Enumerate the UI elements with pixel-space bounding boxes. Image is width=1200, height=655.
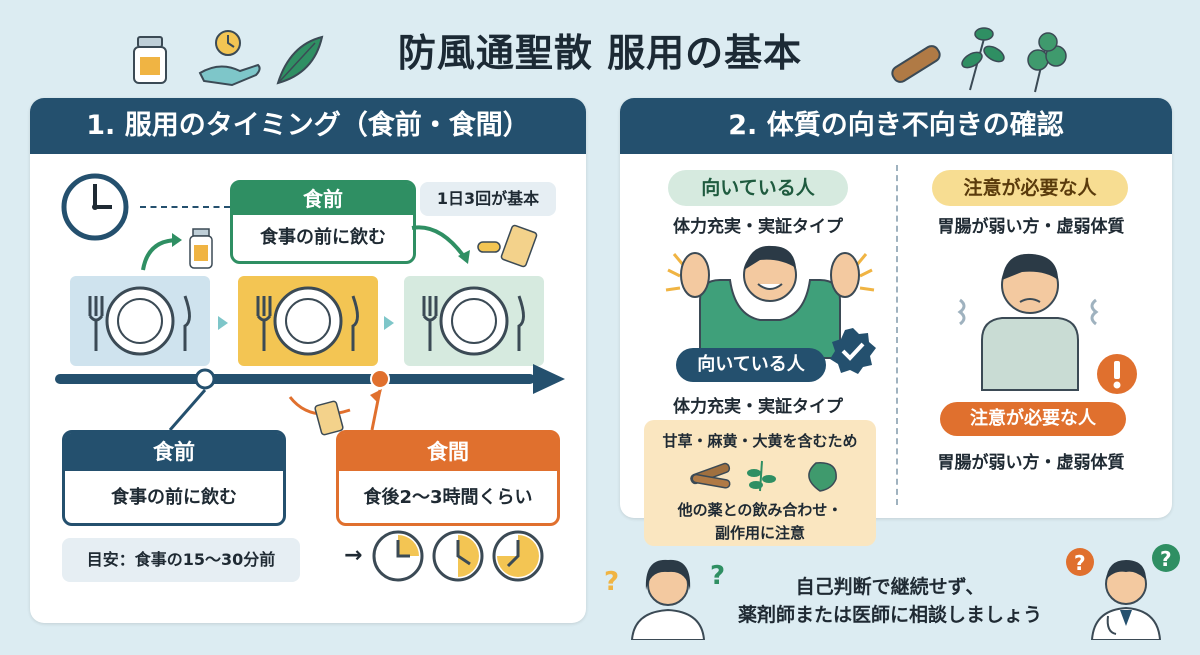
plate-icon — [88, 286, 191, 356]
timing-guide: 目安：食事の15〜30分前 — [62, 538, 300, 582]
plate-icon — [256, 286, 359, 356]
herb-warning-title: 甘草・麻黄・大黄を含むため — [662, 432, 858, 450]
warning-icon — [1097, 354, 1137, 394]
shokuzen-callout: 食前 食事の前に飲む — [230, 180, 416, 264]
cinnamon-stick-icon — [891, 45, 941, 83]
consult-line-2: 薬剤師または医師に相談しましょう — [737, 604, 1042, 626]
svg-text:?: ? — [1160, 547, 1172, 571]
shokuzen-callout-title: 食前 — [233, 183, 413, 215]
ephedra-icon — [747, 460, 776, 492]
clock-series — [372, 530, 544, 582]
capsule-icon — [477, 241, 501, 253]
herb-branch-icon — [961, 27, 1005, 91]
herb-warning-body-2: 副作用に注意 — [714, 524, 805, 542]
herb-warning-body-1: 他の薬との飲み合わせ・ — [677, 501, 843, 519]
suited-desc-2: 体力充実・実証タイプ — [673, 397, 843, 417]
rhubarb-leaf-icon — [808, 462, 837, 492]
leaf-icon — [276, 35, 324, 85]
svg-text:?: ? — [710, 561, 725, 591]
shokuzen-callout-body: 食事の前に飲む — [260, 227, 386, 248]
page-title: 防風通聖散 服用の基本 — [397, 31, 803, 75]
plates-drawing — [88, 286, 525, 356]
connectors — [168, 389, 382, 436]
clock-icon — [492, 530, 544, 582]
pharmacist-illustration: ? ? — [604, 559, 725, 640]
consult-line-1: 自己判断で継続せず、 — [795, 576, 985, 598]
svg-text:?: ? — [1074, 551, 1086, 575]
capsule-arrow — [411, 224, 538, 268]
caution-desc-2: 胃腸が弱い方・虚弱体質 — [937, 453, 1125, 473]
timing-panel-header: 1. 服用のタイミング（食前・食間） — [30, 98, 586, 154]
caution-desc: 胃腸が弱い方・虚弱体質 — [937, 217, 1125, 237]
dashed-line — [140, 206, 230, 208]
clock-icon — [432, 530, 484, 582]
timeline-dot-before — [194, 368, 216, 390]
medicine-decor — [133, 30, 324, 87]
parsley-icon — [1027, 32, 1067, 93]
caution-label-2: 注意が必要な人 — [940, 402, 1126, 436]
shokuzen-box-body: 食事の前に飲む — [111, 487, 237, 508]
clock-icon — [61, 173, 129, 241]
hand-clock-icon — [198, 30, 261, 87]
caution-label: 注意が必要な人 — [932, 170, 1128, 206]
divider — [896, 165, 898, 505]
shokuzen-box: 食前 食事の前に飲む — [62, 430, 286, 526]
shokkan-box: 食間 食後2〜3時間くらい — [336, 430, 560, 526]
plate-icon — [422, 286, 525, 356]
herbs-row — [690, 460, 837, 492]
svg-text:?: ? — [604, 567, 619, 597]
suited-desc: 体力充実・実証タイプ — [673, 217, 843, 237]
shokuzen-box-title: 食前 — [65, 433, 283, 471]
small-bottle-icon — [189, 228, 213, 269]
constitution-panel-header: 2. 体質の向き不向きの確認 — [620, 98, 1172, 154]
timeline-arrow — [55, 364, 565, 394]
packet-icon-small — [314, 400, 344, 436]
suited-label: 向いている人 — [668, 170, 848, 206]
strong-person-illustration — [665, 245, 875, 359]
shokkan-box-title: 食間 — [339, 433, 557, 471]
bottle-arrow — [141, 228, 213, 271]
arrow-glyph: → — [344, 543, 363, 568]
licorice-root-icon — [690, 462, 731, 489]
daily-basis-note: 1日3回が基本 — [420, 182, 556, 216]
herb-decor — [891, 27, 1067, 93]
herb-warning-box: 甘草・麻黄・大黄を含むため 他の薬との飲み合わせ・ 副作用に注意 — [644, 420, 876, 546]
packet-icon — [500, 224, 538, 268]
shokkan-box-body: 食後2〜3時間くらい — [363, 487, 533, 508]
weak-person-illustration — [957, 253, 1099, 391]
timeline-dot-between — [370, 369, 390, 389]
check-badge-icon — [830, 328, 876, 374]
clock-icon — [372, 530, 424, 582]
doctor-illustration: ? ? — [1066, 544, 1180, 640]
suited-label-2: 向いている人 — [676, 348, 826, 382]
medicine-bottle-icon — [133, 36, 167, 84]
